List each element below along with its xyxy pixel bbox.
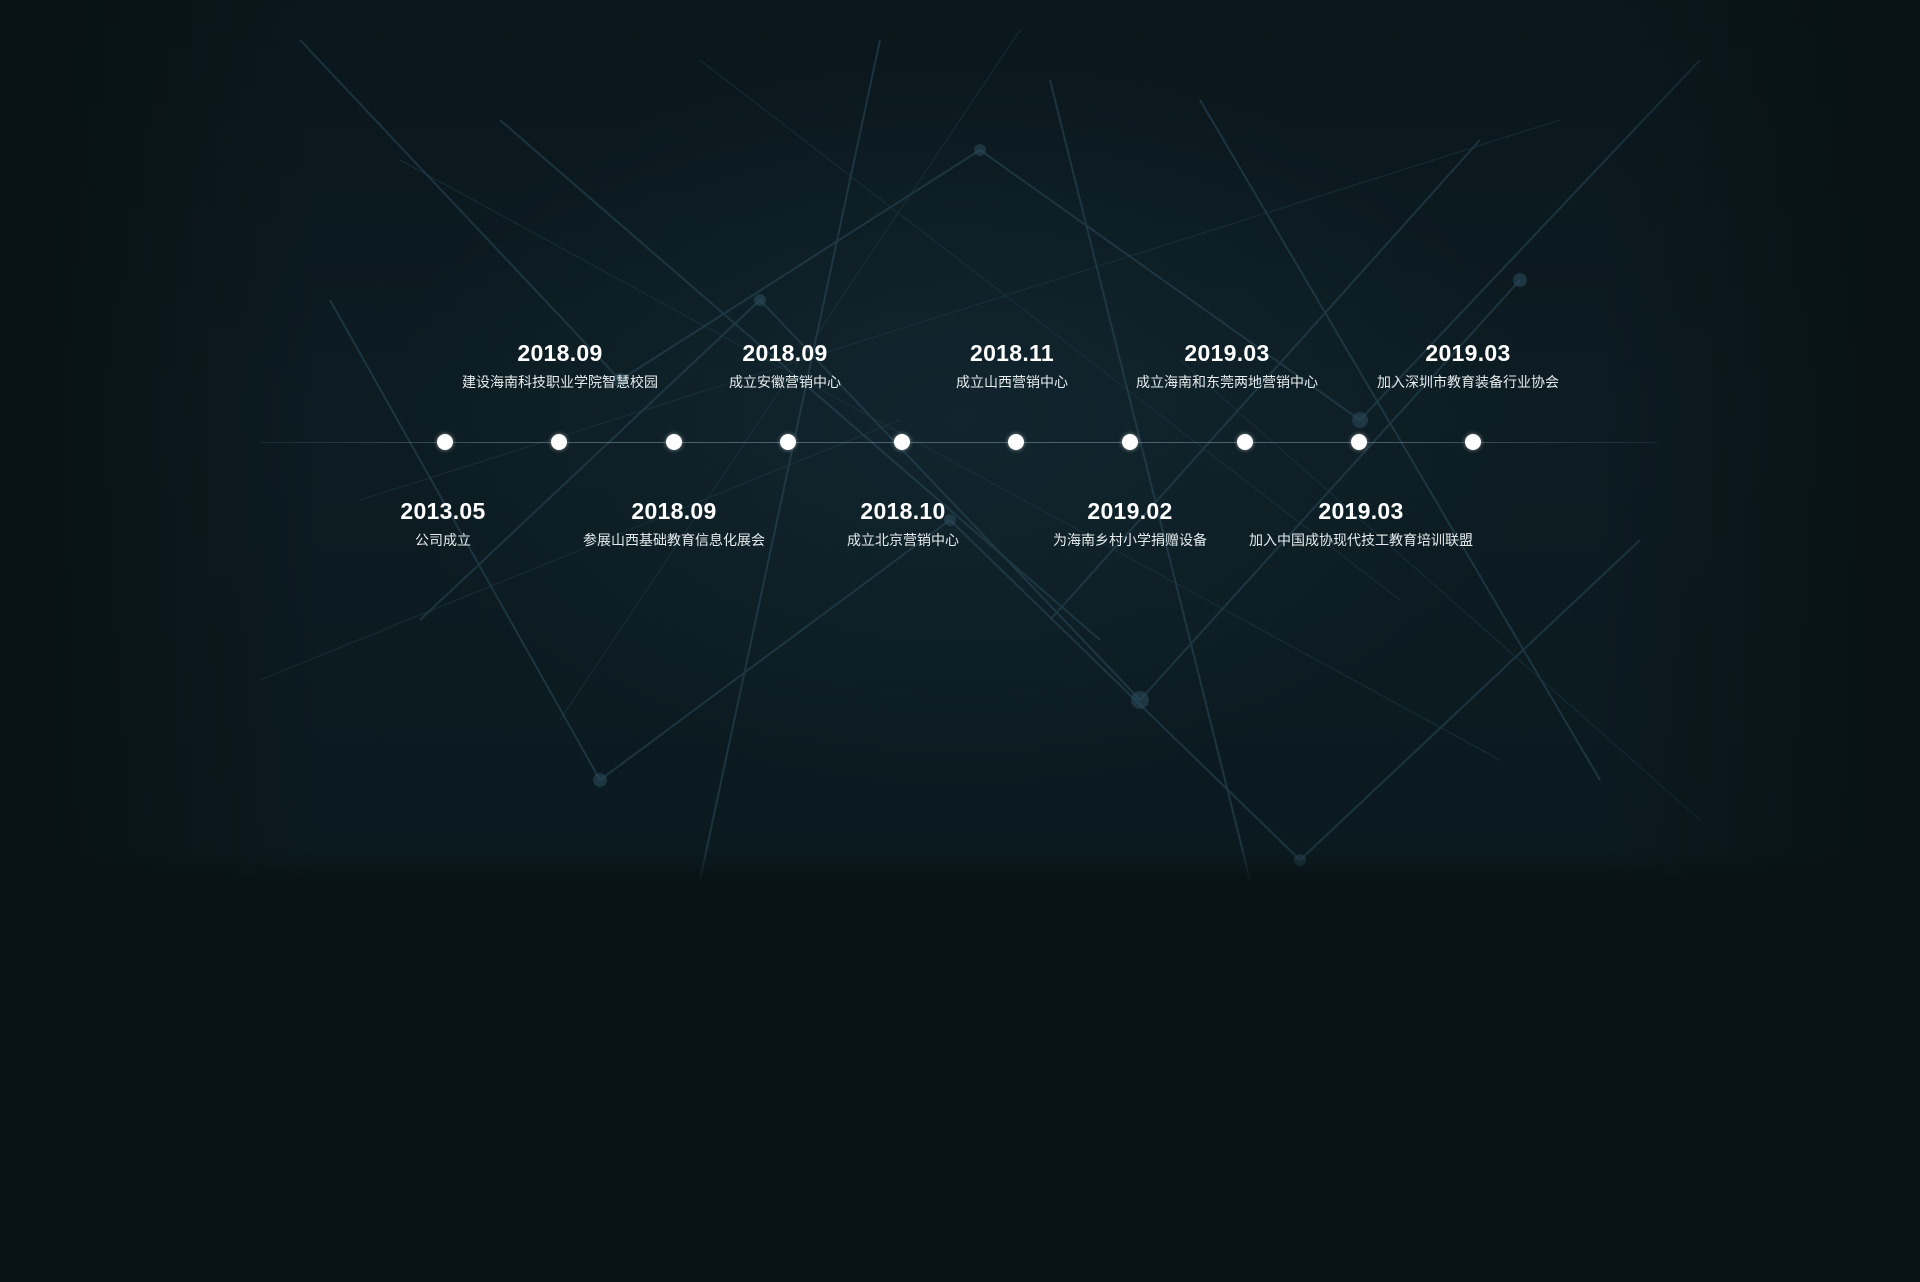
timeline-dot [780,434,796,450]
timeline-event: 2019.03 成立海南和东莞两地营销中心 [1097,338,1357,393]
timeline-event: 2018.09 参展山西基础教育信息化展会 [544,496,804,551]
event-date: 2018.09 [631,498,717,524]
event-description: 成立山西营销中心 [956,375,1068,391]
timeline-event: 2018.11 成立山西营销中心 [882,338,1142,393]
event-date: 2019.03 [1184,340,1270,366]
network-background-image [259,29,1701,881]
timeline-event: 2013.05 公司成立 [313,496,573,551]
timeline-dot [551,434,567,450]
event-date: 2013.05 [400,498,486,524]
timeline-dot [1237,434,1253,450]
timeline-dot [1122,434,1138,450]
event-description: 建设海南科技职业学院智慧校园 [462,375,658,391]
event-date: 2019.03 [1318,498,1404,524]
timeline-dot [666,434,682,450]
timeline-event: 2019.03 加入深圳市教育装备行业协会 [1338,338,1598,393]
event-date: 2018.09 [517,340,603,366]
timeline-dot [1351,434,1367,450]
timeline-event: 2019.02 为海南乡村小学捐赠设备 [1000,496,1260,551]
hero-fade-left [0,0,320,889]
timeline-dot [437,434,453,450]
event-description: 参展山西基础教育信息化展会 [583,533,765,549]
timeline-dot [1008,434,1024,450]
event-description: 加入中国成协现代技工教育培训联盟 [1249,533,1473,549]
event-description: 成立北京营销中心 [847,533,959,549]
event-description: 公司成立 [415,533,471,549]
timeline-event: 2019.03 加入中国成协现代技工教育培训联盟 [1231,496,1491,551]
event-description: 成立海南和东莞两地营销中心 [1136,375,1318,391]
hero-fade-right [1600,0,1920,889]
timeline-dot [1465,434,1481,450]
event-date: 2018.10 [860,498,946,524]
event-date: 2018.09 [742,340,828,366]
hero-fade-bottom [0,849,1920,889]
timeline-event: 2018.10 成立北京营销中心 [773,496,1033,551]
timeline-event: 2018.09 建设海南科技职业学院智慧校园 [430,338,690,393]
event-date: 2018.11 [970,340,1054,366]
event-date: 2019.03 [1425,340,1511,366]
timeline-dot [894,434,910,450]
event-description: 为海南乡村小学捐赠设备 [1053,533,1207,549]
hero-banner: 2013.05 公司成立 2018.09 建设海南科技职业学院智慧校园 2018… [0,0,1920,889]
event-description: 成立安徽营销中心 [729,375,841,391]
timeline-line [260,442,1658,443]
event-description: 加入深圳市教育装备行业协会 [1377,375,1559,391]
timeline-event: 2018.09 成立安徽营销中心 [655,338,915,393]
event-date: 2019.02 [1087,498,1173,524]
